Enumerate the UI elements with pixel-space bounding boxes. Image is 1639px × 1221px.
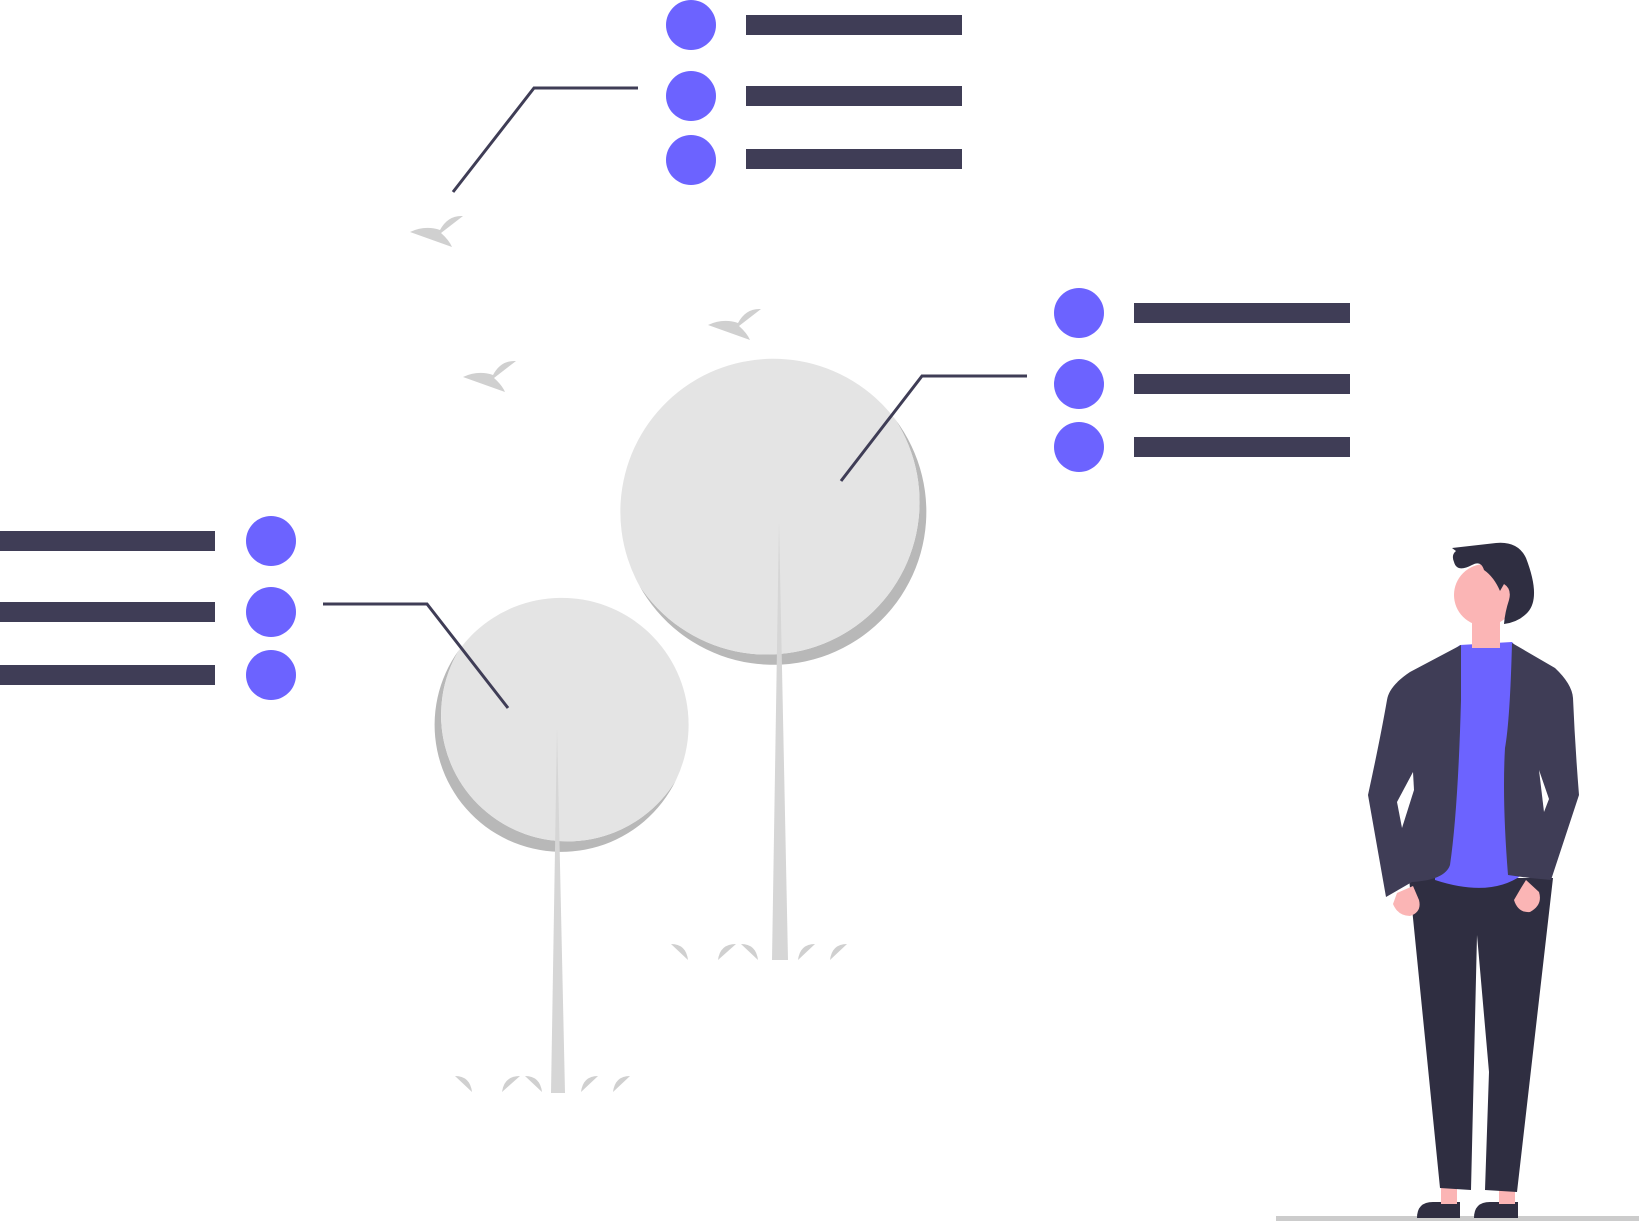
list-bar	[746, 86, 962, 106]
connector-line-left	[323, 602, 510, 709]
list-bar	[746, 15, 962, 35]
grass-tuft	[671, 944, 688, 960]
jacket-fold-right	[1539, 770, 1549, 812]
jacket-left	[1368, 645, 1461, 897]
small-tree	[434, 597, 689, 1093]
hair	[1452, 542, 1535, 624]
birds	[410, 215, 761, 392]
ground-line	[1276, 1216, 1639, 1221]
large-tree-trunk	[772, 522, 788, 960]
list-bullet	[666, 0, 716, 50]
right-shoe	[1474, 1202, 1518, 1218]
left-hand	[1393, 886, 1420, 916]
list-bullet	[1054, 288, 1104, 338]
trousers	[1409, 878, 1553, 1192]
grass-tufts	[455, 944, 847, 1092]
connector-lines	[323, 86, 1027, 709]
bird-icon	[410, 215, 463, 247]
list-bullet	[666, 71, 716, 121]
list-bar	[0, 602, 215, 622]
grass-tuft	[798, 944, 815, 960]
grass-tuft	[613, 1076, 630, 1092]
jacket-right	[1504, 643, 1579, 880]
list-bullet	[1054, 359, 1104, 409]
grass-tuft	[718, 944, 736, 960]
list-bar	[1134, 437, 1350, 457]
list-bar	[1134, 374, 1350, 394]
small-tree-trunk	[551, 728, 565, 1093]
callout-list-top	[666, 0, 962, 185]
bird-icon	[463, 360, 516, 392]
grass-tuft	[455, 1076, 472, 1092]
list-bar	[0, 531, 215, 551]
bird-icon	[708, 308, 761, 340]
grass-tuft	[502, 1076, 520, 1092]
grass-tuft	[741, 944, 758, 960]
standing-person	[1368, 542, 1579, 1218]
large-tree	[620, 358, 927, 960]
list-bar	[746, 149, 962, 169]
jacket-fold-left	[1397, 772, 1414, 828]
callout-list-left	[0, 516, 296, 700]
list-bullet	[246, 650, 296, 700]
grass-tuft	[525, 1076, 542, 1092]
right-hand	[1514, 880, 1540, 913]
list-bar	[1134, 303, 1350, 323]
list-bullet	[666, 135, 716, 185]
callout-list-right	[1054, 288, 1350, 472]
list-bullet	[246, 587, 296, 637]
list-bullet	[246, 516, 296, 566]
large-tree-crown	[620, 358, 920, 655]
left-shoe	[1417, 1202, 1460, 1218]
grass-tuft	[830, 944, 847, 960]
small-tree-crown	[441, 597, 689, 842]
list-bar	[0, 665, 215, 685]
connector-line-top	[451, 86, 638, 193]
list-bullet	[1054, 422, 1104, 472]
grass-tuft	[581, 1076, 598, 1092]
left-ankle	[1441, 1184, 1457, 1204]
connector-line-right	[839, 374, 1027, 482]
